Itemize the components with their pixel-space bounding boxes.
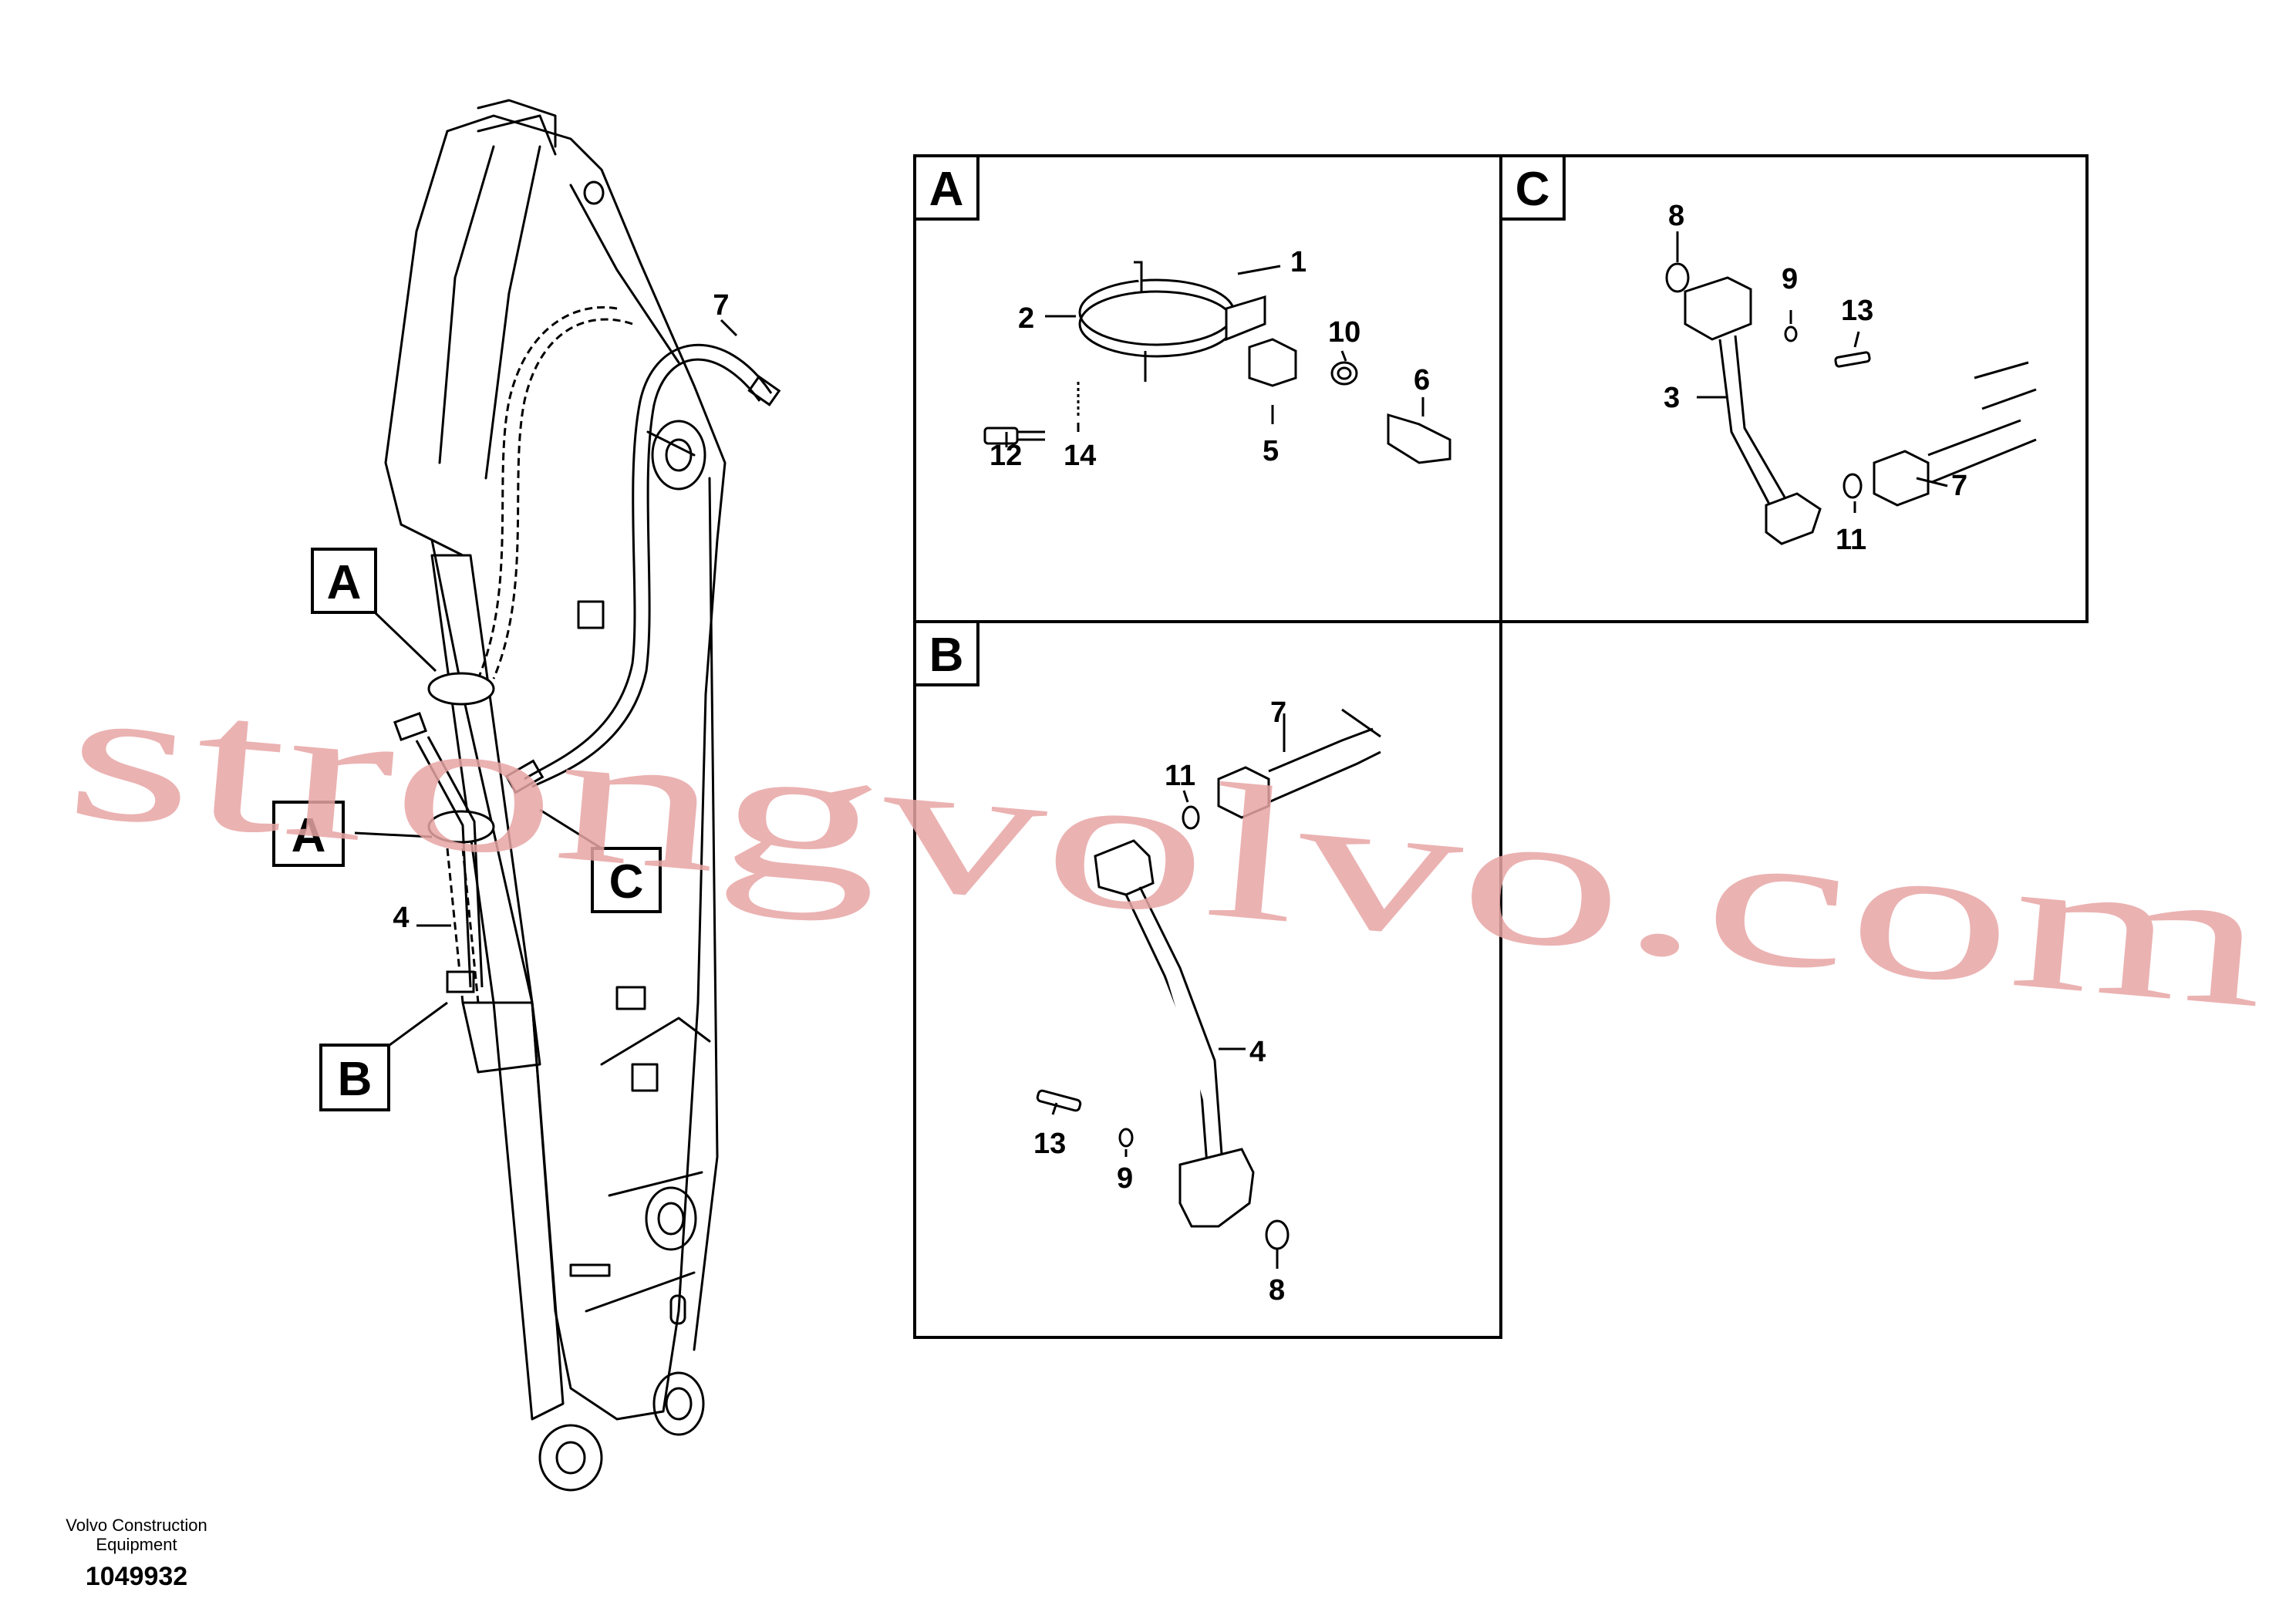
main-hose-7 <box>504 344 781 794</box>
part-9: 9 <box>1117 1162 1133 1195</box>
svg-text:B: B <box>338 1053 373 1106</box>
part-12: 12 <box>990 440 1022 472</box>
part-11: 11 <box>1836 524 1866 556</box>
part-13: 13 <box>1841 295 1873 327</box>
clamp-drawing <box>983 261 1451 464</box>
part-2: 2 <box>1018 302 1034 335</box>
part-7: 7 <box>1951 470 1967 502</box>
part-8: 8 <box>1269 1274 1285 1307</box>
company-name-line1: Volvo Construction <box>66 1516 207 1535</box>
part-11: 11 <box>1165 760 1195 792</box>
detail-a-title: A <box>929 163 964 216</box>
detail-tag-c: C <box>591 847 662 913</box>
main-leaders <box>354 319 738 1047</box>
part-8: 8 <box>1668 200 1684 232</box>
detail-tag-a-upper: A <box>311 548 377 614</box>
main-clamps-and-pipe <box>393 672 495 993</box>
part-14: 14 <box>1064 440 1096 472</box>
pipe-3-drawing <box>1665 262 2037 545</box>
part-10: 10 <box>1328 316 1360 349</box>
detail-panel-a: A 1 2 5 6 10 12 <box>913 154 1502 623</box>
part-9: 9 <box>1782 263 1798 295</box>
part-5: 5 <box>1263 435 1279 467</box>
part-3: 3 <box>1664 382 1680 414</box>
part-4: 4 <box>1249 1036 1266 1068</box>
drawing-number: 1049932 <box>86 1562 187 1591</box>
part-6: 6 <box>1414 364 1430 396</box>
svg-text:A: A <box>327 556 362 609</box>
part-1: 1 <box>1290 246 1306 278</box>
part-7: 7 <box>1270 696 1286 729</box>
detail-panel-c: C 8 9 13 3 7 11 <box>1499 154 2089 623</box>
svg-text:A: A <box>292 809 326 862</box>
company-name-line2: Equipment <box>96 1535 177 1554</box>
pipe-4-drawing <box>1036 708 1381 1250</box>
detail-panel-b: B 7 11 4 13 9 8 <box>913 620 1502 1339</box>
svg-text:C: C <box>609 855 644 909</box>
callout-pipe-4: 4 <box>393 902 409 934</box>
detail-tag-a-lower: A <box>272 801 345 867</box>
boom-drawing <box>384 99 727 1492</box>
detail-b-title: B <box>929 629 964 682</box>
part-13: 13 <box>1033 1128 1066 1160</box>
detail-tag-b: B <box>319 1044 390 1111</box>
detail-c-title: C <box>1515 163 1550 216</box>
callout-hose-7: 7 <box>713 289 729 322</box>
